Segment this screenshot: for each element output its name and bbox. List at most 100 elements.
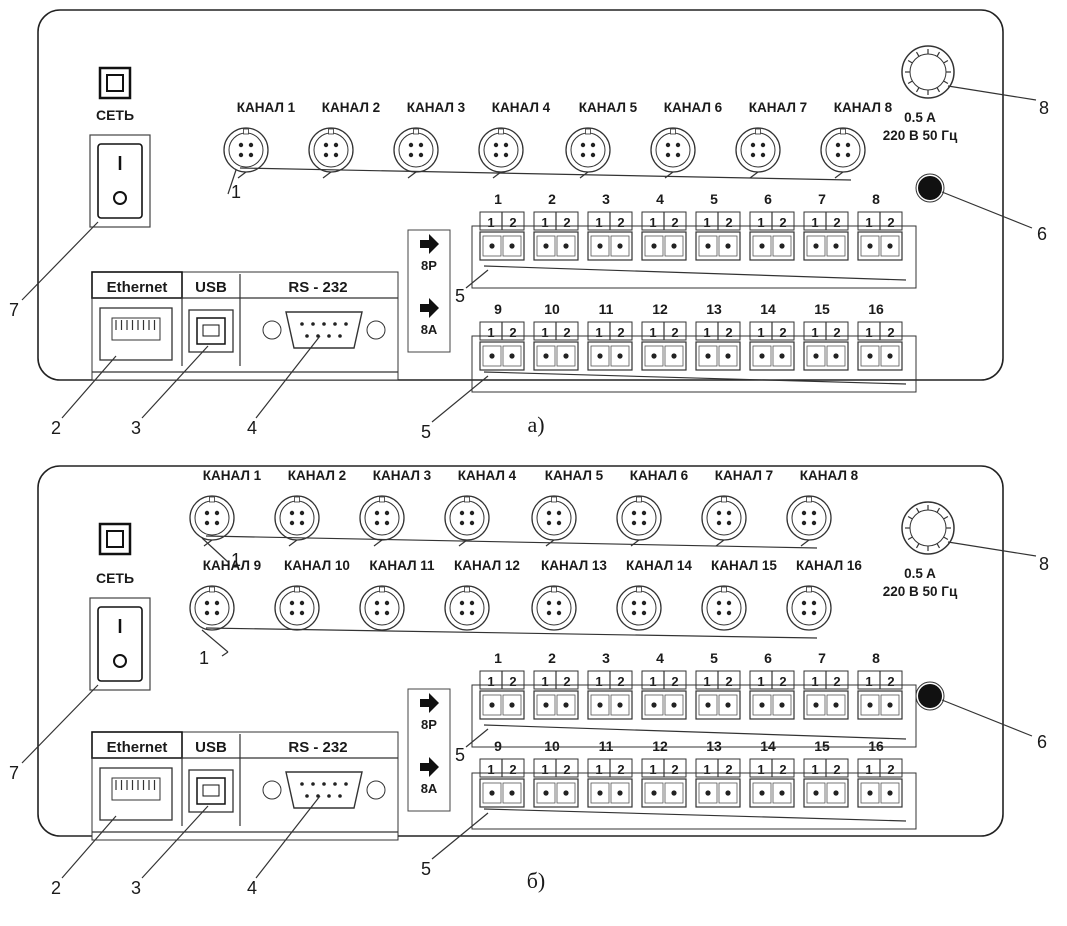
terminal-block-body <box>695 231 741 261</box>
terminal-block-body <box>803 778 849 808</box>
connector-inner-ring <box>398 132 434 168</box>
terminal-pin-label: 1 <box>757 762 764 777</box>
terminal-screw <box>705 790 711 796</box>
rs232-pin <box>333 322 337 326</box>
terminal-socket <box>644 694 664 716</box>
connector-pin <box>333 152 339 158</box>
terminal-number: 4 <box>656 650 664 666</box>
terminal-pin-label: 1 <box>541 762 548 777</box>
callout-leader <box>61 355 117 419</box>
callout-rs232: 4 <box>247 418 257 438</box>
ground-terminal <box>918 684 942 708</box>
channel-label: КАНАЛ 1 <box>237 100 296 115</box>
callout-terminals: 5 <box>421 422 431 442</box>
connector-pin <box>556 510 562 516</box>
callout-connectors: 1 <box>231 182 241 202</box>
connector-pin <box>408 142 414 148</box>
channel-connector <box>565 127 611 173</box>
ethernet-label: Ethernet <box>107 739 168 756</box>
fuse-grip <box>943 515 949 520</box>
double-insulation-icon <box>98 522 132 556</box>
connector-pin <box>459 600 465 606</box>
terminal-callout-leader <box>465 269 489 289</box>
terminal-block-body <box>587 690 633 720</box>
connector-pin <box>845 152 851 158</box>
rs232-pin <box>322 782 326 786</box>
terminal-socket <box>718 694 738 716</box>
terminal-socket <box>556 782 576 804</box>
terminal-pin-label: 1 <box>595 762 602 777</box>
terminal-pin-label: 1 <box>487 674 494 689</box>
terminal-number: 10 <box>544 301 560 317</box>
terminal-block-body <box>479 231 525 261</box>
terminal-screw <box>543 702 549 708</box>
channel-label: КАНАЛ 9 <box>203 558 261 573</box>
terminal-screw <box>543 790 549 796</box>
connector-pin <box>801 520 807 526</box>
rs232-pin <box>338 334 342 338</box>
connector-pin <box>408 152 414 158</box>
terminal-pin-label: 2 <box>833 325 840 340</box>
callout-leader <box>141 805 209 879</box>
terminal-screw <box>617 702 623 708</box>
usb-socket-tongue <box>202 324 220 337</box>
terminal-screw <box>509 243 515 249</box>
connector-pin <box>374 520 380 526</box>
connector-callout-tick <box>458 539 468 547</box>
terminal-pin-label: 2 <box>779 762 786 777</box>
connector-inner-ring <box>791 500 827 536</box>
channel-label: КАНАЛ 5 <box>545 468 604 483</box>
connector-pin <box>835 152 841 158</box>
terminal-pin-label: 1 <box>649 762 656 777</box>
connector-pin <box>289 600 295 606</box>
terminal-socket <box>590 235 610 257</box>
connector-pin <box>459 520 465 526</box>
terminal-pin-label: 1 <box>703 762 710 777</box>
terminal-screw <box>651 243 657 249</box>
connector-pin <box>835 142 841 148</box>
connector-key <box>328 128 334 135</box>
channel-label: КАНАЛ 14 <box>626 558 692 573</box>
connector-pin <box>726 510 732 516</box>
connector-pin <box>665 152 671 158</box>
usb-socket-tongue <box>202 784 220 797</box>
connector-pin <box>299 520 305 526</box>
terminal-block-body <box>533 690 579 720</box>
fuse-grip <box>907 536 913 541</box>
arrow-right-icon <box>420 693 439 713</box>
terminal-socket <box>772 782 792 804</box>
terminal-socket <box>556 694 576 716</box>
ground-terminal <box>918 176 942 200</box>
rs232-pin <box>322 322 326 326</box>
rs232-screw <box>262 780 282 800</box>
connector-callout-leader <box>227 169 237 195</box>
terminal-socket <box>806 345 826 367</box>
power-switch-rocker <box>97 606 143 682</box>
connector-pin <box>384 610 390 616</box>
terminal-block-body <box>641 341 687 371</box>
connector-pin <box>503 152 509 158</box>
connector-inner-ring <box>536 590 572 626</box>
arrow-right-icon <box>420 757 439 777</box>
arrow-right-icon <box>420 298 439 318</box>
terminal-block-body <box>749 231 795 261</box>
terminal-socket <box>664 345 684 367</box>
terminal-number: 6 <box>764 650 772 666</box>
connector-pin <box>665 142 671 148</box>
callout-leader <box>941 191 1033 229</box>
connector-pin <box>716 610 722 616</box>
channel-connector <box>359 495 405 541</box>
connector-pin <box>418 142 424 148</box>
terminal-number: 16 <box>868 738 884 754</box>
terminal-pin-label: 1 <box>595 325 602 340</box>
channel-label: КАНАЛ 11 <box>369 558 435 573</box>
terminal-screw <box>779 790 785 796</box>
connector-pin <box>726 610 732 616</box>
rs232-label: RS - 232 <box>288 739 347 756</box>
